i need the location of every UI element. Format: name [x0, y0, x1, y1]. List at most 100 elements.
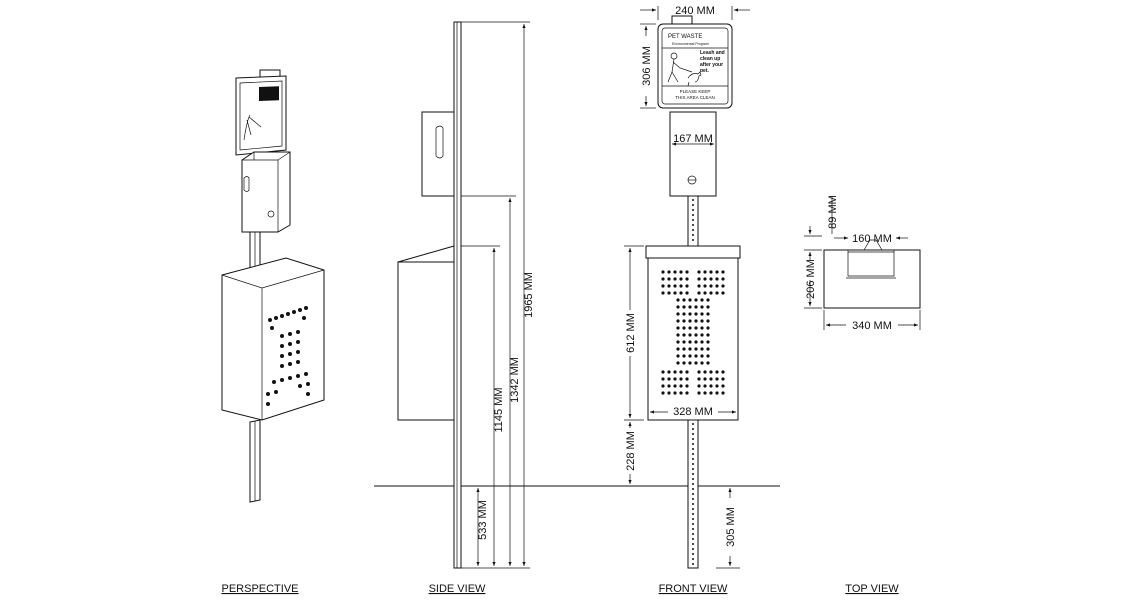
bin-perforation-dot — [697, 384, 701, 388]
bin-perforation-dot — [661, 284, 665, 288]
walker-icon — [667, 52, 702, 87]
bin-perforation-dot — [673, 377, 677, 381]
bin-perforation-dot — [721, 391, 725, 395]
post-hole — [692, 478, 694, 480]
bin-perforation-dot — [715, 291, 719, 295]
post-hole — [692, 453, 694, 455]
bin-perforation-dot — [715, 377, 719, 381]
bin-perforation-dot — [688, 333, 692, 337]
bin-perforation-dot — [703, 391, 707, 395]
bin-perforation-dot — [685, 377, 689, 381]
bin-perforation-dot — [688, 298, 692, 302]
bin-perforation-dot — [679, 391, 683, 395]
bin-perforation-dot — [700, 361, 704, 365]
bin-perforation-dot — [679, 270, 683, 274]
label-top-view: TOP VIEW — [845, 583, 899, 595]
post-hole — [692, 503, 694, 505]
label-side-view: SIDE VIEW — [429, 583, 486, 595]
bin-perforation-dot — [679, 370, 683, 374]
bin-perforation-dot — [715, 370, 719, 374]
bin-perforation-dot — [685, 391, 689, 395]
bin-perforation-dot — [661, 377, 665, 381]
bin-perforation-dot — [679, 384, 683, 388]
post-hole — [692, 239, 694, 241]
bin-perforation-dot — [706, 333, 710, 337]
post-hole — [692, 468, 694, 470]
dim-sign-height: 306 MM — [641, 46, 653, 86]
side-view: 1965 MM 1342 MM 1145 MM 533 MM — [397, 21, 535, 569]
bin-perforation-dot — [703, 377, 707, 381]
bin-perforation-dot — [685, 270, 689, 274]
bin-perforation-dot — [700, 319, 704, 323]
bin-perforation-dot — [676, 305, 680, 309]
bin-perforation-dot — [682, 333, 686, 337]
bin-perforation-dot — [706, 326, 710, 330]
bin-perforation-dot — [706, 305, 710, 309]
bin-perforation-dot — [700, 340, 704, 344]
bin-perforation-dot — [700, 347, 704, 351]
front-bone-dots — [661, 270, 725, 395]
bin-perforation-dot — [721, 270, 725, 274]
bin-perforation-dot — [703, 384, 707, 388]
post-hole — [692, 488, 694, 490]
bin-perforation-dot — [703, 277, 707, 281]
bin-perforation-dot — [673, 370, 677, 374]
bin-perforation-dot — [706, 361, 710, 365]
bin-perforation-dot — [703, 370, 707, 374]
bin-perforation-dot — [715, 391, 719, 395]
post-hole — [692, 548, 694, 550]
bin-perforation-dot — [700, 312, 704, 316]
perspective-bone-dots — [266, 306, 310, 406]
bin-perforation-dot — [667, 384, 671, 388]
post-hole — [692, 458, 694, 460]
bin-perforation-dot — [682, 326, 686, 330]
bin-perforation-dot — [679, 291, 683, 295]
bin-perforation-dot — [697, 284, 701, 288]
bin-perforation-dot — [682, 305, 686, 309]
bin-perforation-dot — [676, 326, 680, 330]
dim-top-handle-width: 160 MM — [852, 233, 892, 245]
bin-perforation-dot — [673, 391, 677, 395]
bin-perforation-dot — [679, 277, 683, 281]
bin-perforation-dot — [688, 305, 692, 309]
bin-perforation-dot — [667, 391, 671, 395]
post-hole — [692, 433, 694, 435]
bin-perforation-dot — [715, 270, 719, 274]
dim-total-height: 1965 MM — [523, 272, 535, 318]
post-hole — [692, 204, 694, 206]
bin-perforation-dot — [688, 347, 692, 351]
post-hole — [692, 513, 694, 515]
post-hole — [692, 518, 694, 520]
bin-perforation-dot — [694, 305, 698, 309]
bin-perforation-dot — [694, 312, 698, 316]
bin-perforation-dot — [661, 270, 665, 274]
bin-perforation-dot — [688, 354, 692, 358]
bin-perforation-dot — [706, 298, 710, 302]
sign-message-box: Leash and clean up after your pet. — [700, 50, 725, 72]
bin-perforation-dot — [661, 291, 665, 295]
bin-perforation-dot — [679, 377, 683, 381]
bin-perforation-dot — [667, 291, 671, 295]
post-hole — [692, 498, 694, 500]
post-hole — [692, 423, 694, 425]
post-hole — [692, 448, 694, 450]
post-hole — [692, 443, 694, 445]
dim-post-embed: 305 MM — [725, 507, 737, 547]
dim-top-width: 340 MM — [852, 320, 892, 332]
bin-perforation-dot — [721, 384, 725, 388]
post-hole — [692, 558, 694, 560]
post-hole — [692, 563, 694, 565]
bin-perforation-dot — [721, 291, 725, 295]
bin-perforation-dot — [667, 377, 671, 381]
post-hole — [692, 538, 694, 540]
bin-perforation-dot — [709, 284, 713, 288]
post-hole — [692, 523, 694, 525]
dim-bin-height: 612 MM — [625, 313, 637, 353]
bin-perforation-dot — [667, 370, 671, 374]
dim-bin-clearance: 228 MM — [625, 431, 637, 471]
top-view: 89 MM 160 MM 206 MM 340 MM — [804, 195, 921, 332]
bin-perforation-dot — [709, 270, 713, 274]
dim-sign-width: 240 MM — [675, 5, 715, 17]
post-hole — [692, 224, 694, 226]
post-hole — [692, 463, 694, 465]
